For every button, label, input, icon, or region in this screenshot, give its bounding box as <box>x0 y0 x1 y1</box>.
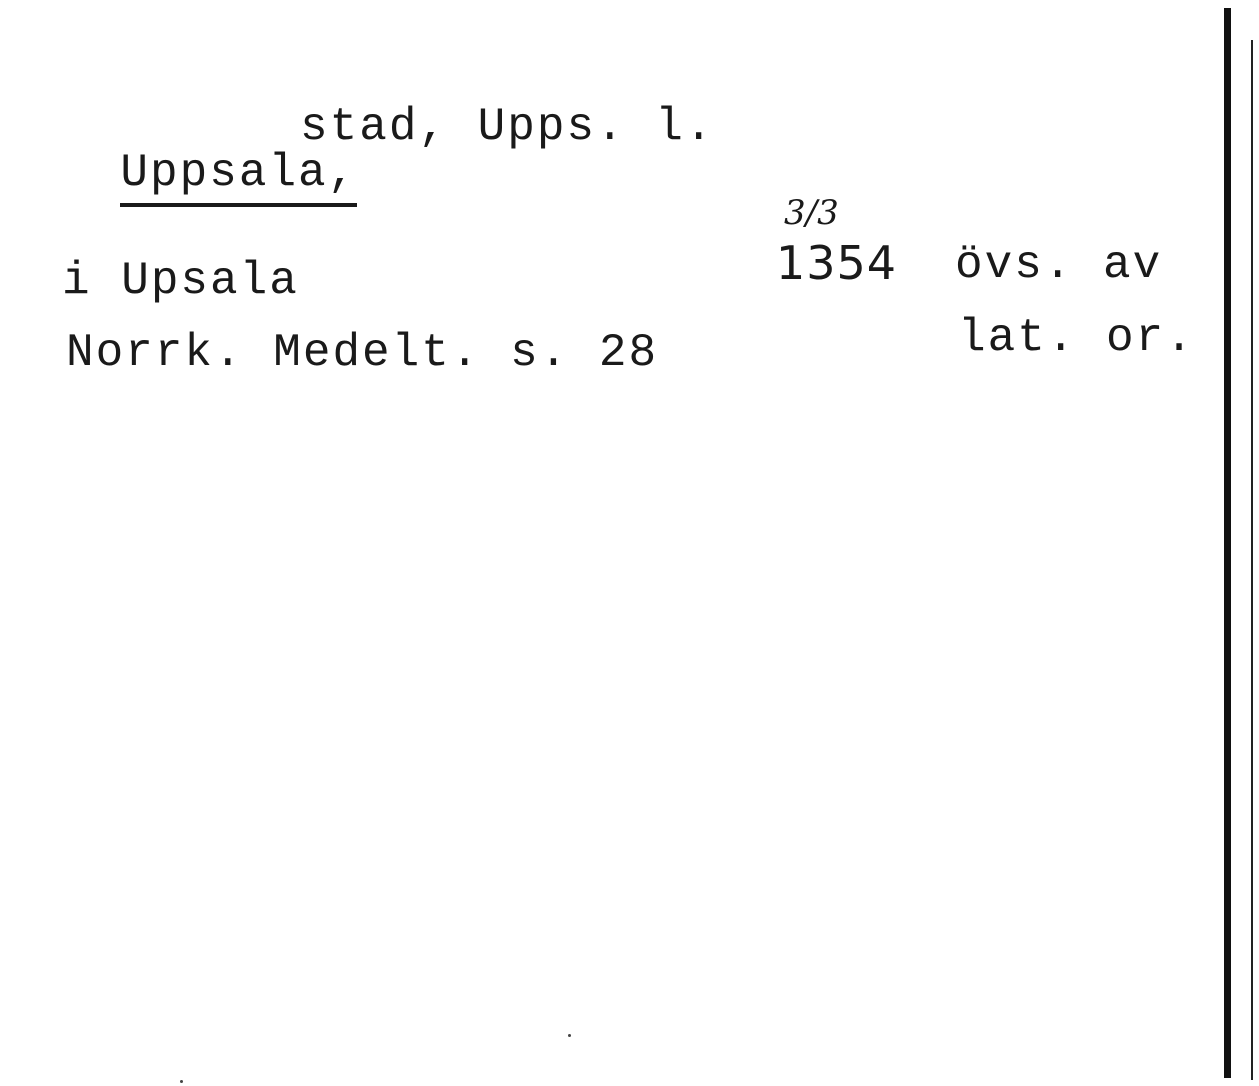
source-reference: Norrk. Medelt. s. 28 <box>66 327 659 379</box>
handwritten-date: 3/3 1354 <box>776 196 906 296</box>
language-note: lat. or. <box>958 312 1195 364</box>
date-day-month: 3/3 <box>784 193 839 233</box>
card-edge-shadow <box>1251 40 1253 1080</box>
headword-line: Uppsala, <box>2 104 358 242</box>
heading-description: stad, Upps. l. <box>300 101 715 153</box>
paper-speck <box>568 1034 571 1037</box>
card-edge-line <box>1224 8 1231 1078</box>
translation-note: övs. av <box>955 239 1163 291</box>
headword: Uppsala, <box>120 147 358 207</box>
form-line: i Upsala <box>62 255 299 307</box>
paper-speck <box>180 1080 183 1083</box>
date-year: 1354 <box>776 236 898 290</box>
